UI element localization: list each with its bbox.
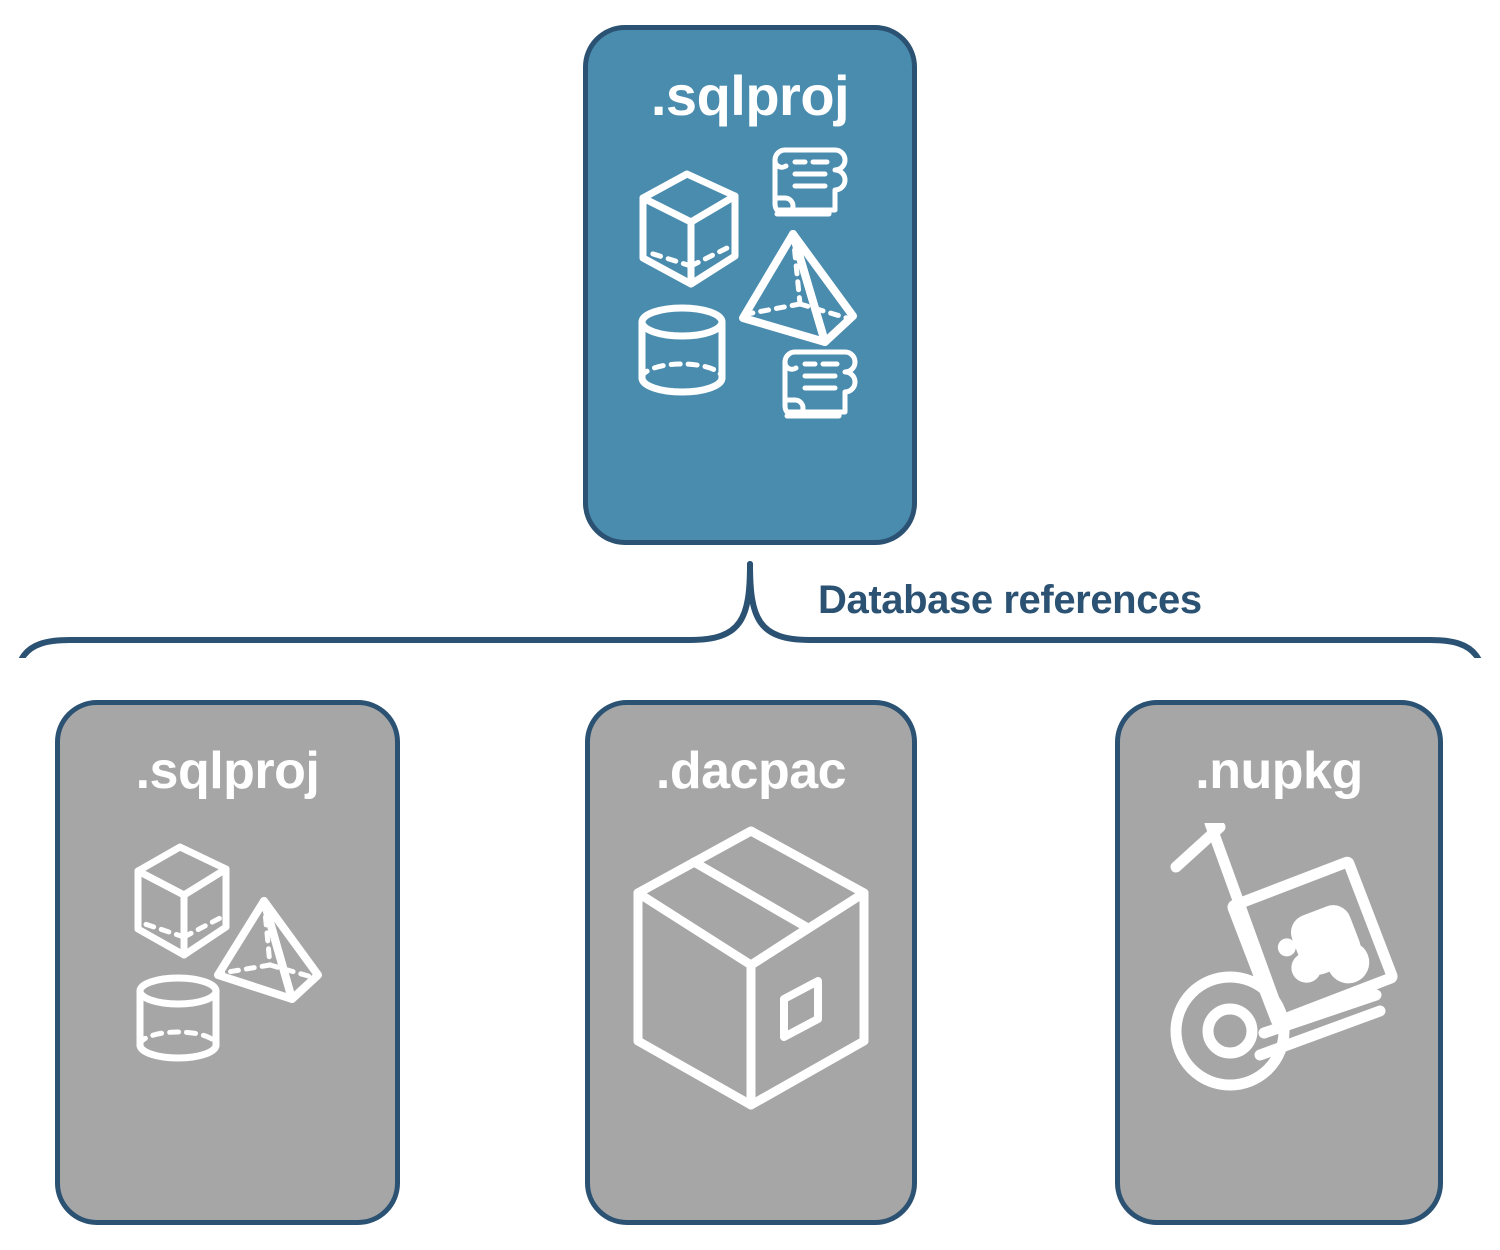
reference-node-label: .sqlproj: [135, 742, 320, 800]
reference-node-artwork: [626, 823, 876, 1118]
shipping-box-icon: [633, 826, 869, 1110]
cube-icon: [134, 843, 229, 959]
hand-truck-package-icon: [1170, 817, 1398, 1091]
reference-node-sqlproj[interactable]: .sqlproj: [55, 700, 400, 1225]
root-node-artwork: [625, 146, 875, 431]
reference-node-artwork: [1154, 817, 1404, 1118]
root-node-label: .sqlproj: [650, 64, 850, 127]
shapes-icon-group: [134, 843, 322, 1062]
reference-node-artwork: [108, 823, 348, 1078]
reference-node-label: .dacpac: [655, 742, 847, 800]
pyramid-icon: [739, 230, 857, 346]
database-references-brace: [18, 561, 1482, 658]
wheel-icon: [1170, 971, 1290, 1091]
cylinder-icon: [136, 974, 219, 1062]
script-scroll-icon: [772, 147, 848, 217]
script-scroll-icon: [782, 349, 858, 419]
reference-node-dacpac[interactable]: .dacpac: [585, 700, 917, 1225]
connector-label: Database references: [818, 578, 1202, 622]
pyramid-icon: [213, 897, 322, 1003]
package-box-icon: [1227, 856, 1398, 1027]
cube-icon: [639, 170, 739, 288]
reference-node-label: .nupkg: [1195, 742, 1363, 800]
shapes-and-scripts-icon-group: [638, 147, 858, 419]
root-node-sqlproj[interactable]: .sqlproj: [583, 25, 917, 545]
reference-node-nupkg[interactable]: .nupkg: [1115, 700, 1443, 1225]
cylinder-icon: [638, 304, 726, 396]
